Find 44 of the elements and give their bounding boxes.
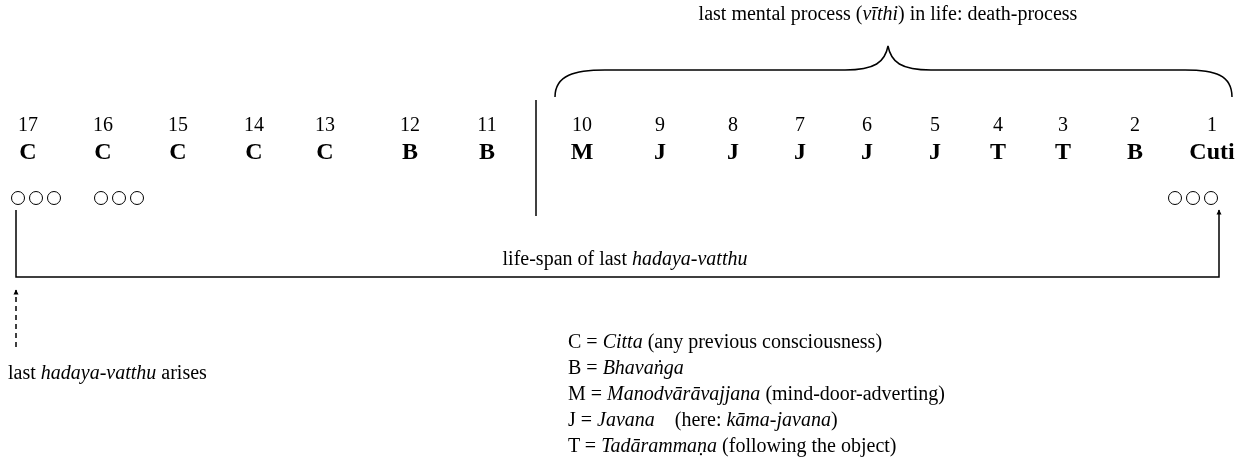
citta-letter: C <box>316 138 334 166</box>
position-number: 16 <box>93 113 113 136</box>
citta-letter: T <box>990 138 1006 166</box>
legend-text: C = Citta (any previous consciousness) <box>568 330 883 353</box>
position-number: 2 <box>1130 113 1140 136</box>
position-number: 13 <box>315 113 335 136</box>
dashed-arrow <box>13 289 19 348</box>
node-text: last hadaya-vatthu arises <box>8 361 207 384</box>
position-number: 7 <box>795 113 805 136</box>
position-number: 11 <box>477 113 497 136</box>
position-number: 6 <box>862 113 872 136</box>
citta-letter: Cuti <box>1189 138 1235 166</box>
legend-text: M = Manodvārāvajjana (mind-door-adverting) <box>568 382 945 405</box>
position-number: 14 <box>244 113 264 136</box>
legend-text: B = Bhavaṅga <box>568 356 684 379</box>
citta-letter: C <box>19 138 37 166</box>
legend-text: T = Tadārammaṇa (following the object) <box>568 434 897 457</box>
citta-letter: C <box>245 138 263 166</box>
brace-label: last mental process (vīthi) in life: death-process <box>698 2 1078 25</box>
citta-letter: M <box>570 138 594 166</box>
position-number: 17 <box>18 113 38 136</box>
position-number: 8 <box>728 113 738 136</box>
legend-text: J = Javana (here: kāma-javana) <box>568 408 838 431</box>
position-number: 10 <box>572 113 592 136</box>
citta-letter: B <box>479 138 495 166</box>
citta-letter: C <box>169 138 187 166</box>
bracket-arrow <box>15 209 1222 278</box>
citta-letter: C <box>94 138 112 166</box>
citta-letter: J <box>929 138 941 166</box>
citta-letter: J <box>727 138 739 166</box>
citta-letter: B <box>1127 138 1143 166</box>
position-number: 4 <box>993 113 1003 136</box>
position-number: 1 <box>1207 113 1217 136</box>
citta-letter: B <box>402 138 418 166</box>
position-number: 9 <box>655 113 665 136</box>
position-number: 5 <box>930 113 940 136</box>
position-number: 3 <box>1058 113 1068 136</box>
citta-letter: J <box>654 138 666 166</box>
citta-letter: T <box>1055 138 1071 166</box>
edge-label: life-span of last hadaya-vatthu <box>502 247 748 270</box>
position-number: 12 <box>400 113 420 136</box>
citta-letter: J <box>861 138 873 166</box>
citta-letter: J <box>794 138 806 166</box>
position-number: 15 <box>168 113 188 136</box>
